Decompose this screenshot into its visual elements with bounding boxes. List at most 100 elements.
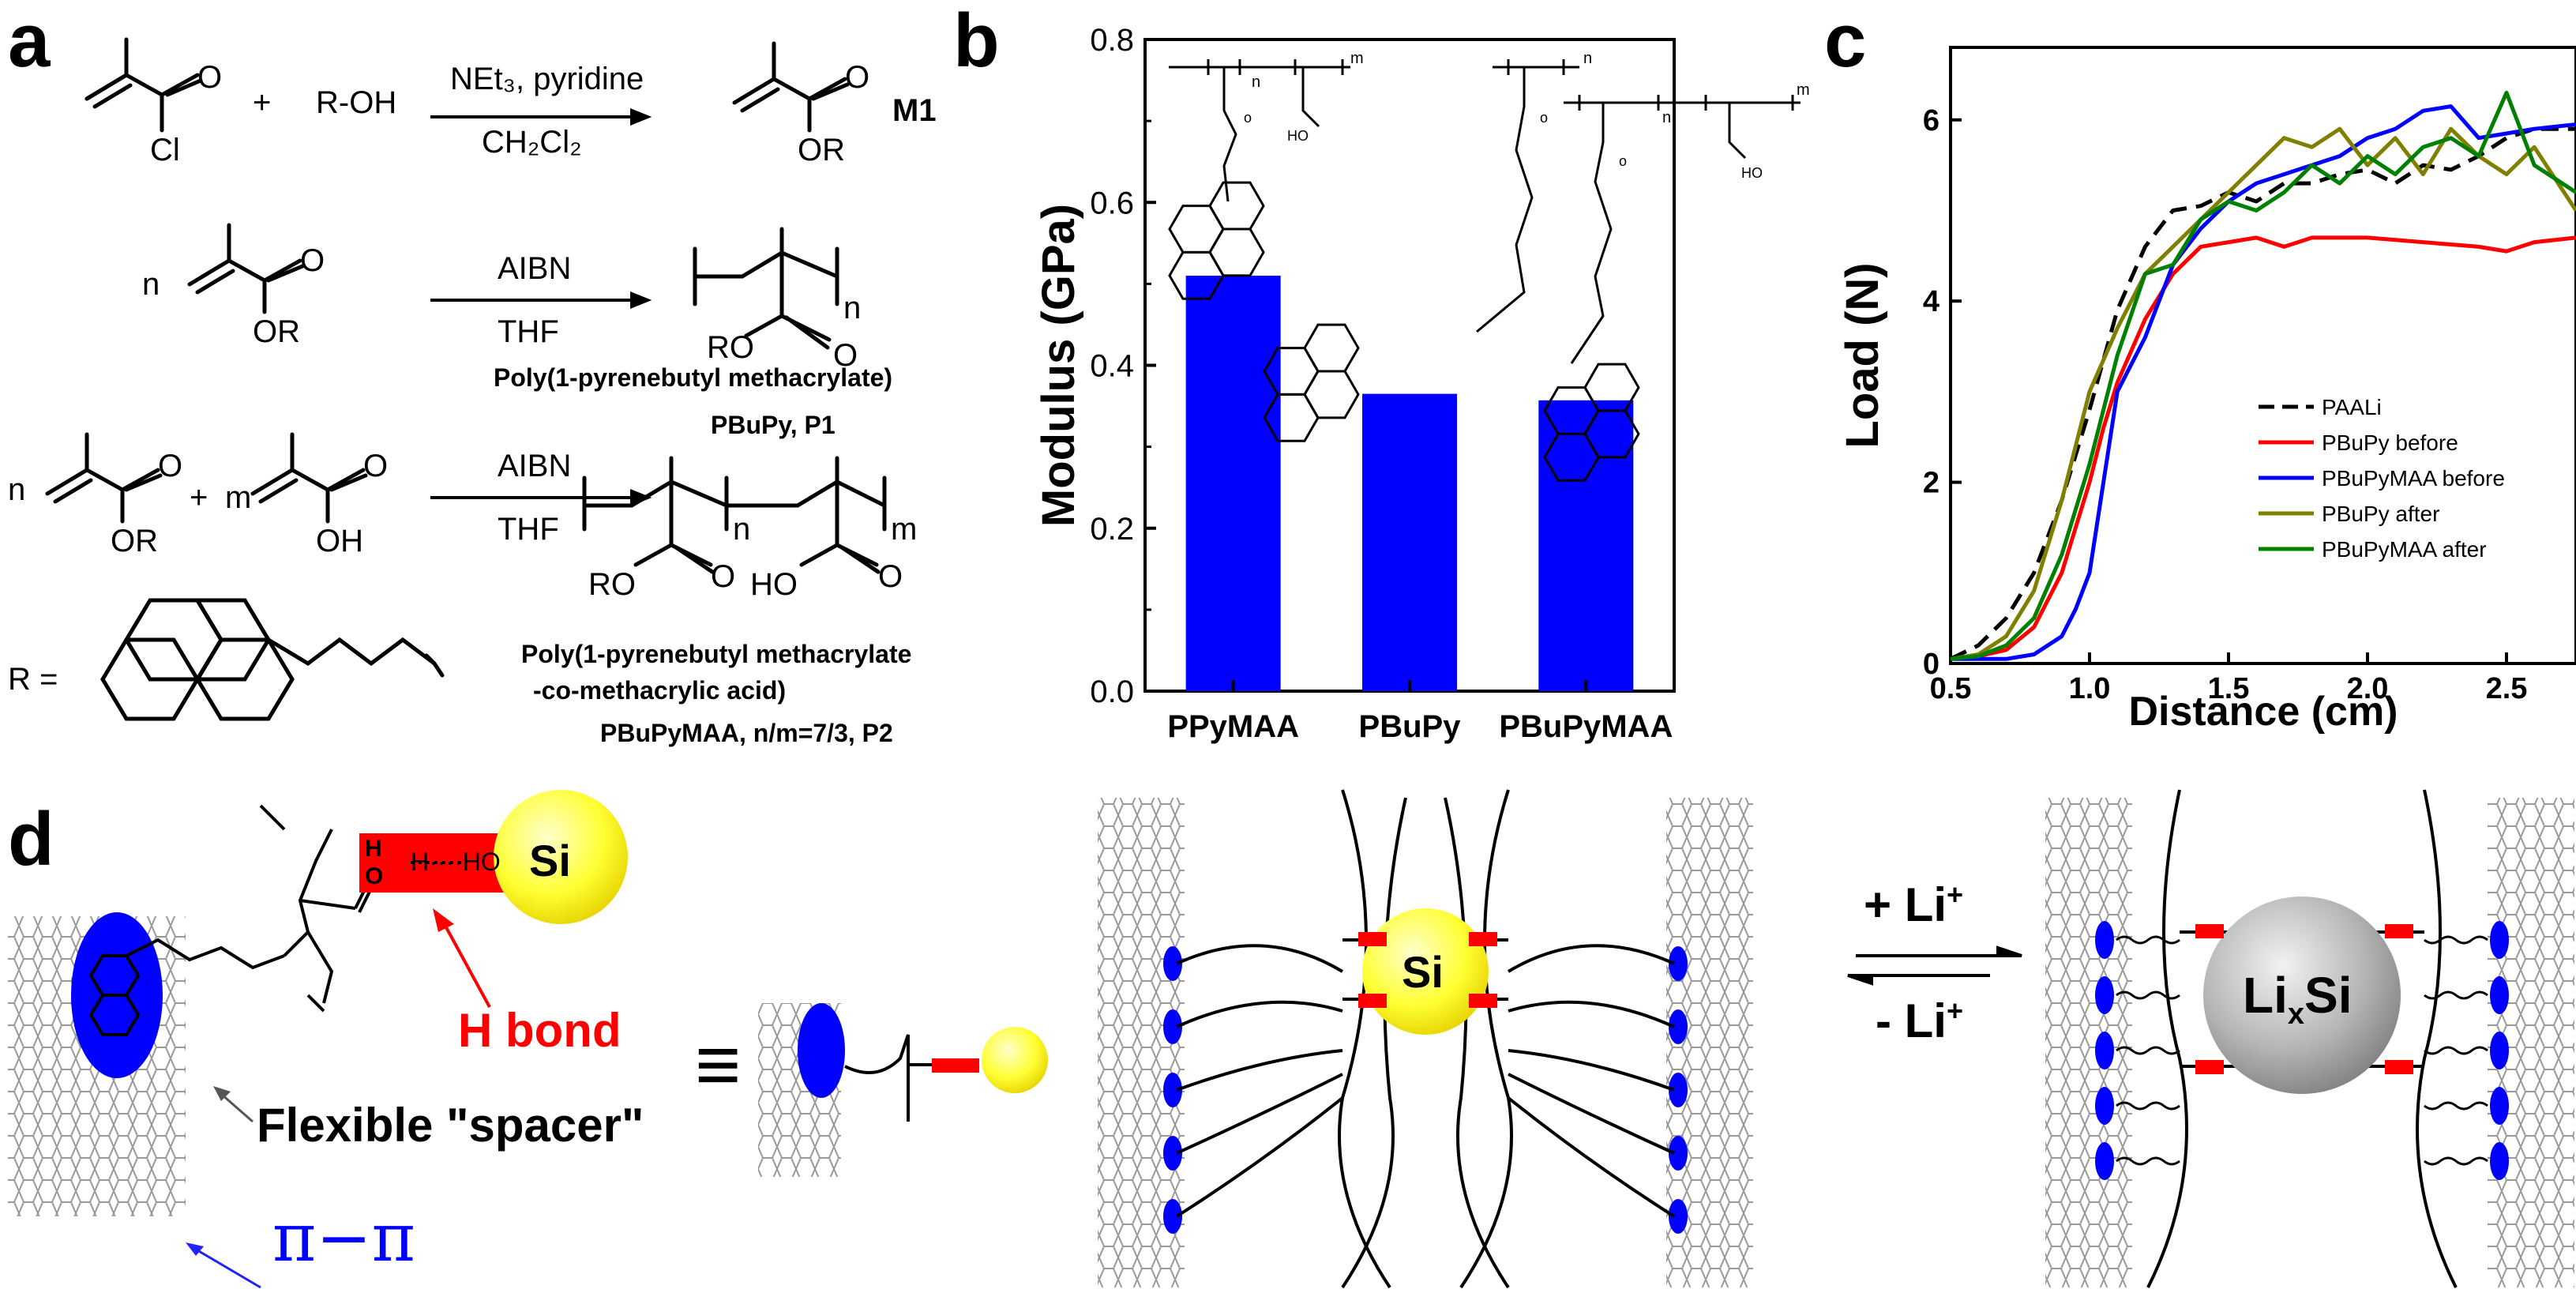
si-mini-particle bbox=[982, 1027, 1048, 1093]
bar-pbupy bbox=[1362, 393, 1457, 691]
r2-conditions-top: AIBN bbox=[498, 251, 572, 286]
x-tick-label-pbupy: PBuPy bbox=[1359, 709, 1462, 744]
bar-ppymaa bbox=[1185, 276, 1281, 691]
r2-poly-ro: RO bbox=[707, 330, 754, 365]
hbond-mini-bar bbox=[932, 1058, 979, 1073]
r1-conditions-top: NEt₃, pyridine bbox=[450, 62, 644, 96]
minus-li-label: - Li+ bbox=[1876, 997, 1963, 1045]
ppymaa-n: n bbox=[1252, 73, 1260, 91]
legend-entry: PBuPyMAA after bbox=[2322, 537, 2487, 562]
y-tick-label-b: 0.0 bbox=[1090, 675, 1134, 709]
si-particle-middle bbox=[1362, 908, 1489, 1035]
minus-li-text: - Li bbox=[1876, 994, 1947, 1047]
x-tick-label-pbupymaa: PBuPyMAA bbox=[1499, 709, 1673, 744]
ppymaa-o: o bbox=[1244, 110, 1252, 126]
si-particle-small-scheme bbox=[494, 790, 628, 924]
y-tick-label-b: 0.2 bbox=[1090, 512, 1134, 547]
legend-entry: PBuPyMAA before bbox=[2322, 466, 2505, 491]
r1-acyl-o: O bbox=[197, 60, 223, 95]
pyrene-mini-ellipse bbox=[798, 1003, 845, 1098]
r3-polymer-abbr: PBuPyMAA, n/m=7/3, P2 bbox=[600, 719, 893, 747]
lixsi-x: x bbox=[2287, 997, 2305, 1031]
r2-poly-o: O bbox=[833, 338, 858, 373]
polymer-structures-b bbox=[1168, 59, 1801, 482]
pbupymaa-m: m bbox=[1797, 81, 1810, 99]
pbupymaa-o: o bbox=[1619, 153, 1627, 169]
y-tick-label-b: 0.8 bbox=[1090, 23, 1134, 58]
pyrene-ring bbox=[1583, 363, 1640, 412]
pyrene-ring bbox=[1263, 393, 1320, 442]
y-tick-label-b: 0.4 bbox=[1090, 349, 1134, 384]
y-axis-label-c: Load (N) bbox=[1837, 262, 1888, 448]
r2-n: n bbox=[142, 267, 160, 302]
r2-mono-o: O bbox=[300, 243, 325, 278]
minus-li-sup: + bbox=[1946, 994, 1964, 1027]
series-line-pbupy-before bbox=[1950, 235, 2576, 661]
series-line-pbupymaa-before bbox=[1951, 104, 2576, 661]
panel-label-d: d bbox=[8, 797, 54, 881]
r3-mono1-or: OR bbox=[111, 524, 158, 558]
ppymaa-ho: HO bbox=[1287, 128, 1309, 144]
y-tick-label-c: 4 bbox=[1923, 285, 1940, 318]
pbupymaa-ho: HO bbox=[1741, 165, 1763, 181]
legend-entry: PBuPy after bbox=[2322, 502, 2439, 526]
r1-ester-or: OR bbox=[798, 133, 845, 167]
r3-mono2-oh: OH bbox=[316, 524, 363, 558]
panel-label-a: a bbox=[8, 0, 51, 83]
x-tick-label-c: 2.5 bbox=[2486, 672, 2528, 705]
r3-poly-o1: O bbox=[711, 559, 736, 594]
flexible-spacer-label: Flexible "spacer" bbox=[257, 1099, 644, 1152]
lixsi-si: Si bbox=[2304, 967, 2353, 1024]
pbupymaa-n: n bbox=[1662, 109, 1671, 126]
r-definition: R = bbox=[8, 662, 58, 697]
legend-entry: PAALi bbox=[2322, 395, 2382, 419]
pyrene-ring bbox=[1543, 432, 1600, 482]
r1-conditions-bottom: CH₂Cl₂ bbox=[482, 125, 582, 160]
legend-entry: PBuPy before bbox=[2322, 430, 2458, 455]
bar-pbupymaa bbox=[1538, 400, 1634, 691]
pyrene-ring bbox=[1208, 181, 1265, 231]
r2-polymer-name: Poly(1-pyrenebutyl methacrylate) bbox=[494, 363, 893, 392]
r3-conditions-bottom: THF bbox=[498, 512, 559, 547]
hbond-o-letter: O bbox=[365, 863, 384, 889]
equivalence-symbol: ≡ bbox=[695, 1020, 742, 1109]
hbond-ho-text: H····HO bbox=[411, 848, 501, 876]
pyrene-ring bbox=[1168, 250, 1225, 300]
pbupymaa-backbone bbox=[1564, 95, 1801, 364]
ppymaa-m: m bbox=[1350, 50, 1364, 67]
pbupy-n: n bbox=[1583, 50, 1592, 67]
pbupy-o: o bbox=[1540, 110, 1548, 126]
r1-product-m1: M1 bbox=[892, 93, 937, 128]
r1-acyl-cl: Cl bbox=[150, 133, 180, 167]
r3-n: n bbox=[8, 472, 26, 507]
r3-mono1-o: O bbox=[158, 449, 183, 483]
x-axis-label-c: Distance (cm) bbox=[2129, 689, 2398, 735]
series-line-pbupymaa-after bbox=[1950, 90, 2576, 661]
r1-alcohol: R-OH bbox=[316, 85, 397, 120]
y-tick-label-b: 0.6 bbox=[1090, 186, 1134, 220]
pbupy-backbone bbox=[1476, 59, 1579, 333]
r3-sub-m: m bbox=[891, 512, 918, 547]
r3-mono2-o: O bbox=[363, 449, 389, 483]
hbond-h-letter: H bbox=[365, 836, 382, 862]
r3-poly-ro: RO bbox=[588, 567, 636, 602]
plus-li-text: + Li bbox=[1864, 878, 1947, 931]
lixsi-label: LixSi bbox=[2243, 970, 2352, 1029]
x-tick-label-c: 0.5 bbox=[1930, 672, 1972, 705]
si-label-middle: Si bbox=[1402, 947, 1444, 997]
r3-sub-n: n bbox=[733, 512, 751, 547]
x-tick-label-c: 1.0 bbox=[2069, 672, 2111, 705]
hbond-label: H bond bbox=[458, 1004, 621, 1057]
r2-polymer-abbr: PBuPy, P1 bbox=[711, 411, 836, 439]
r3-polymer-name-2: -co-methacrylic acid) bbox=[533, 676, 787, 705]
series-line-pbupy-after bbox=[1950, 126, 2576, 661]
scheme-a-structures bbox=[45, 37, 887, 721]
si-label-scheme: Si bbox=[529, 836, 571, 885]
x-tick-label-c: 2.0 bbox=[2347, 672, 2389, 705]
y-axis-label-b: Modulus (GPa) bbox=[1033, 204, 1084, 527]
plot-frame-c bbox=[1949, 46, 2576, 665]
r2-conditions-bottom: THF bbox=[498, 314, 559, 349]
x-tick-label-c: 1.5 bbox=[2208, 672, 2250, 705]
